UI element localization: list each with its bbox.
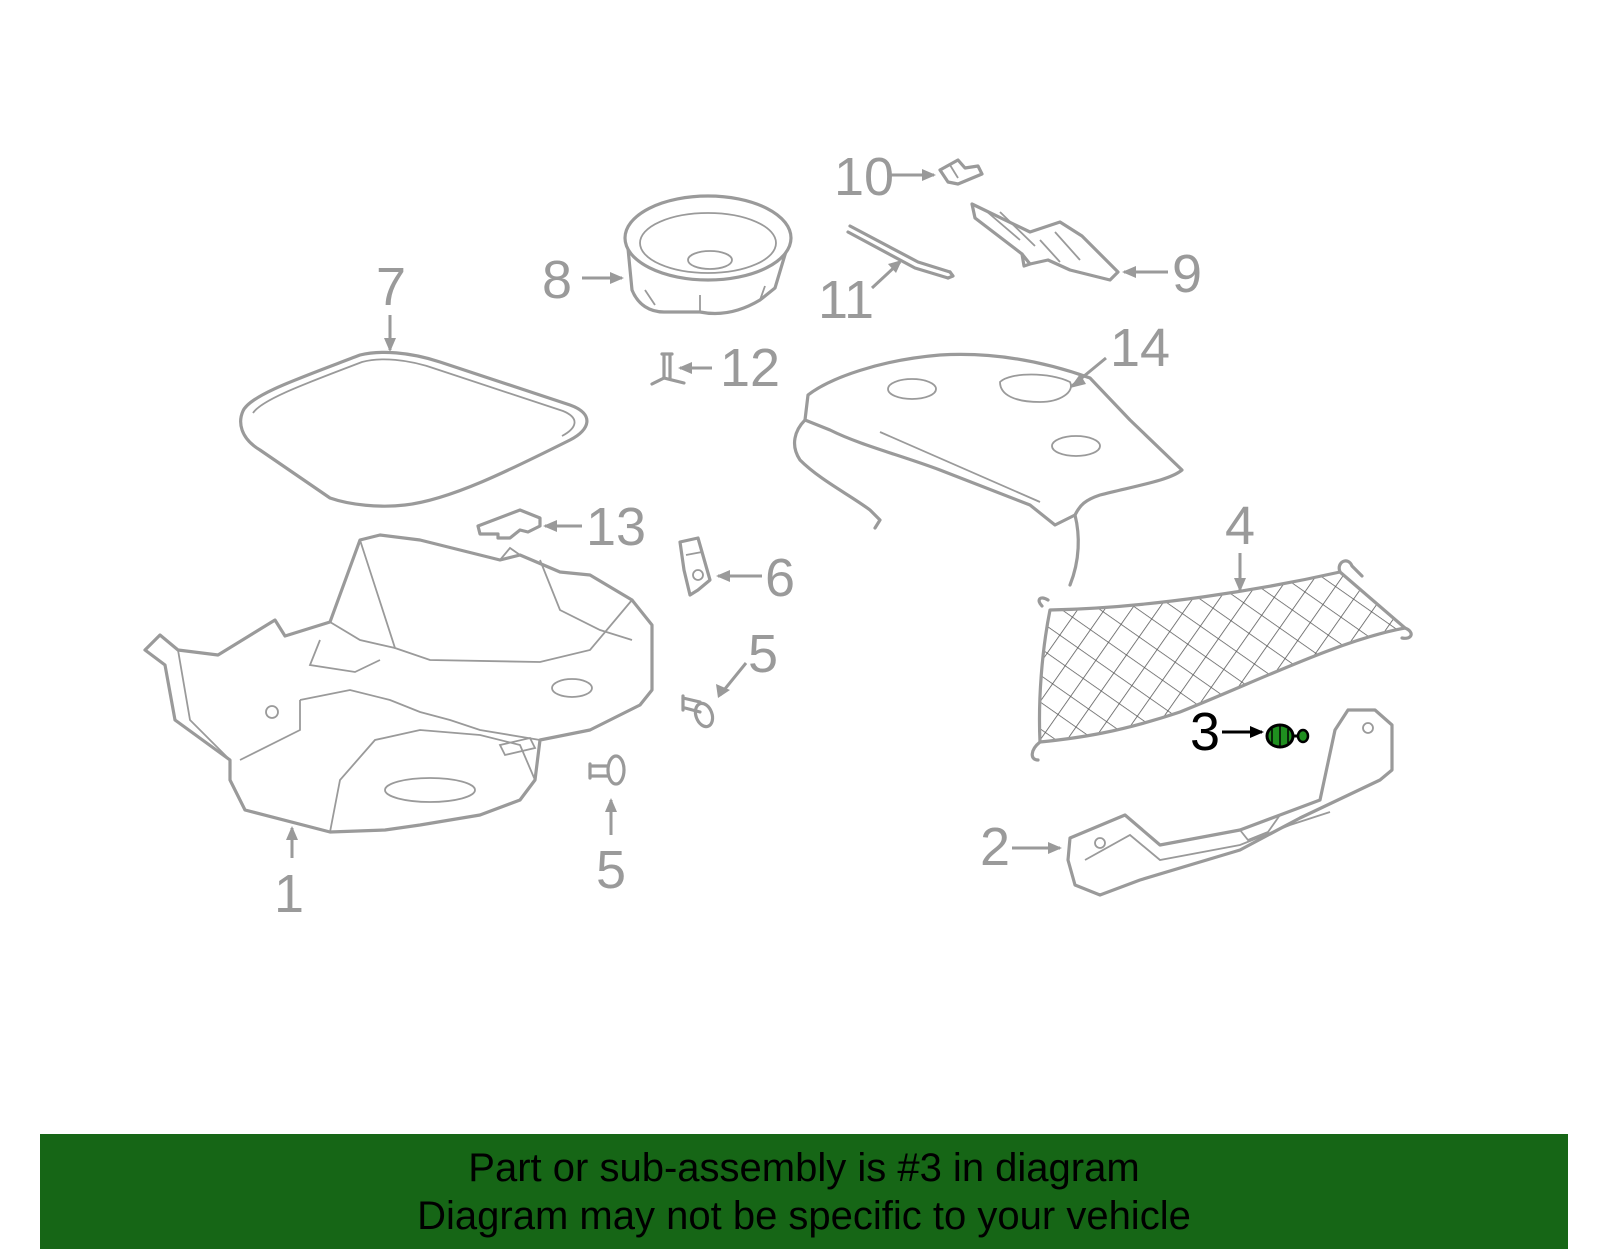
callout-9[interactable]: 9 xyxy=(1172,244,1202,304)
part-6-bracket[interactable] xyxy=(678,536,712,597)
callout-11[interactable]: 11 xyxy=(818,270,874,330)
callout-8[interactable]: 8 xyxy=(542,250,572,310)
banner-disclaimer-text: Diagram may not be specific to your vehi… xyxy=(417,1194,1191,1238)
part-10-jack-bracket[interactable] xyxy=(938,158,984,186)
part-13-clip[interactable] xyxy=(476,508,542,540)
callout-2[interactable]: 2 xyxy=(980,817,1010,877)
info-banner: Part or sub-assembly is #3 in diagram Di… xyxy=(40,1134,1568,1249)
callout-13[interactable]: 13 xyxy=(586,497,646,557)
part-1-trunk-trim[interactable] xyxy=(143,533,654,834)
callout-1[interactable]: 1 xyxy=(274,864,304,924)
callout-12[interactable]: 12 xyxy=(720,338,780,398)
callout-6[interactable]: 6 xyxy=(765,548,795,608)
part-2-sill-plate[interactable] xyxy=(1066,708,1394,897)
callout-14[interactable]: 14 xyxy=(1110,318,1170,378)
part-5-retainer-upper[interactable] xyxy=(681,694,716,729)
callout-labels: 1 2 3 4 5 5 6 7 8 9 10 11 12 13 14 xyxy=(274,147,1255,924)
callout-10[interactable]: 10 xyxy=(834,147,894,207)
callout-4[interactable]: 4 xyxy=(1225,496,1255,556)
part-8-storage-tray[interactable] xyxy=(623,194,793,316)
part-14-package-tray[interactable] xyxy=(792,352,1184,587)
callout-5-lower[interactable]: 5 xyxy=(596,840,626,900)
callout-3[interactable]: 3 xyxy=(1190,702,1220,762)
part-7-floor-mat[interactable] xyxy=(239,350,589,508)
part-5-retainer-lower[interactable] xyxy=(588,754,626,786)
banner-selected-part-text: Part or sub-assembly is #3 in diagram xyxy=(468,1146,1140,1190)
part-9-scissor-jack[interactable] xyxy=(970,202,1120,282)
part-11-jack-handle[interactable] xyxy=(846,224,955,280)
part-3-push-retainer[interactable] xyxy=(1265,723,1310,749)
callout-7[interactable]: 7 xyxy=(376,257,406,317)
leader-lines xyxy=(286,169,1264,858)
callout-5-upper[interactable]: 5 xyxy=(748,624,778,684)
part-12-push-pin[interactable] xyxy=(650,352,686,386)
